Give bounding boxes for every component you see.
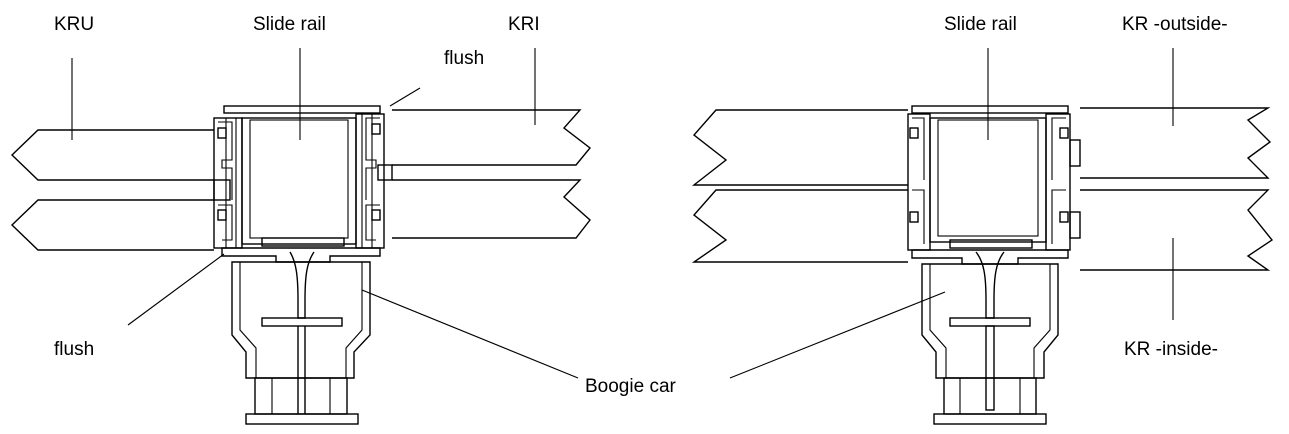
top-cover-plate — [223, 105, 381, 114]
leader-boogie-car-right — [729, 291, 946, 379]
kri-panel-upper — [392, 109, 592, 166]
boogie-car-left-body — [231, 261, 371, 379]
left-assembly — [10, 48, 592, 425]
label-slide-rail-left: Slide rail — [253, 14, 326, 35]
label-kr-inside: KR -inside- — [1124, 339, 1218, 360]
right-right-clip-stack — [1045, 113, 1081, 251]
top-cover-plate-right — [911, 105, 1069, 114]
post-left — [254, 377, 348, 415]
slide-rail-left-inner — [249, 119, 349, 239]
foot-plate-left — [245, 413, 359, 425]
leader-boogie-car-left — [361, 289, 579, 379]
kru-panel-upper — [10, 129, 214, 181]
boogie-car-left-inner — [239, 262, 257, 378]
ibeam-top-flange — [261, 237, 345, 247]
panel-left-lower — [691, 189, 908, 263]
right-assembly — [691, 48, 1274, 425]
label-flush-top: flush — [444, 48, 485, 69]
right-left-clip-stack — [907, 113, 931, 251]
foot-plate-right — [933, 413, 1047, 425]
left-clip-stack — [213, 117, 243, 249]
boogie-car-right-body — [921, 263, 1059, 379]
label-kr-outside: KR -outside- — [1122, 14, 1228, 35]
label-slide-rail-right: Slide rail — [944, 14, 1017, 35]
base-plate — [221, 247, 381, 263]
panel-left-upper — [691, 109, 908, 186]
label-kri: KRI — [508, 14, 540, 35]
kr-inside-panel — [1080, 189, 1274, 271]
kr-outside-panel — [1080, 107, 1272, 179]
post-right — [943, 377, 1037, 415]
ibeam-bottom-flange — [261, 317, 343, 327]
leader-flush-bottom — [127, 253, 225, 326]
kru-panel-lower — [10, 199, 214, 251]
ibeam-web-right — [975, 251, 1005, 319]
slide-rail-left-body — [241, 117, 357, 245]
label-kru: KRU — [54, 14, 95, 35]
label-flush-bottom: flush — [54, 339, 95, 360]
leader-flush-top — [389, 87, 421, 107]
label-boogie-car: Boogie car — [585, 376, 676, 397]
kri-panel-lower — [392, 179, 591, 239]
right-clip-stack — [355, 113, 393, 249]
